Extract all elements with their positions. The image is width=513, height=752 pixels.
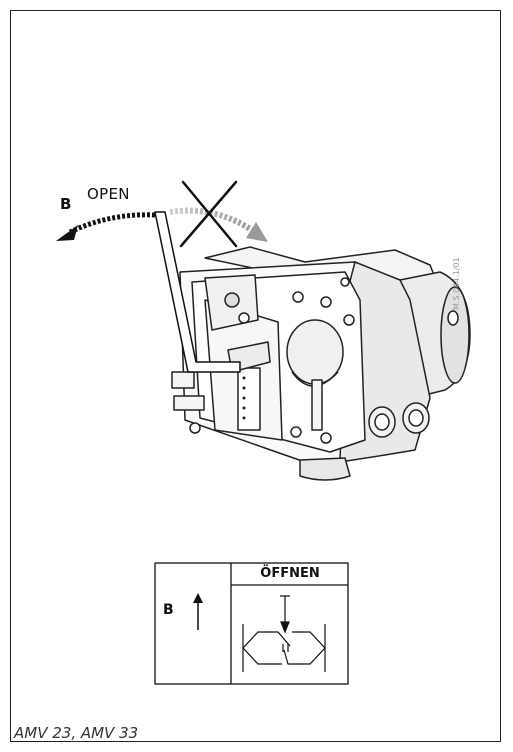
hex-key [154,211,241,373]
figure-frame [10,10,501,742]
up-arrow-icon [193,593,203,630]
open-label: OPEN [87,185,130,203]
table-row-label: B [163,602,174,618]
open-arrow [56,212,156,241]
figure-caption: AMV 23, AMV 33 [14,724,139,742]
table-header-oeffnen: ÖFFNEN [260,566,320,581]
cross-mark-icon [179,180,238,248]
forbidden-arrow [169,207,268,242]
actuator-body [171,246,471,481]
valve-symbol-icon [242,595,326,672]
direction-letter: B [60,195,72,213]
